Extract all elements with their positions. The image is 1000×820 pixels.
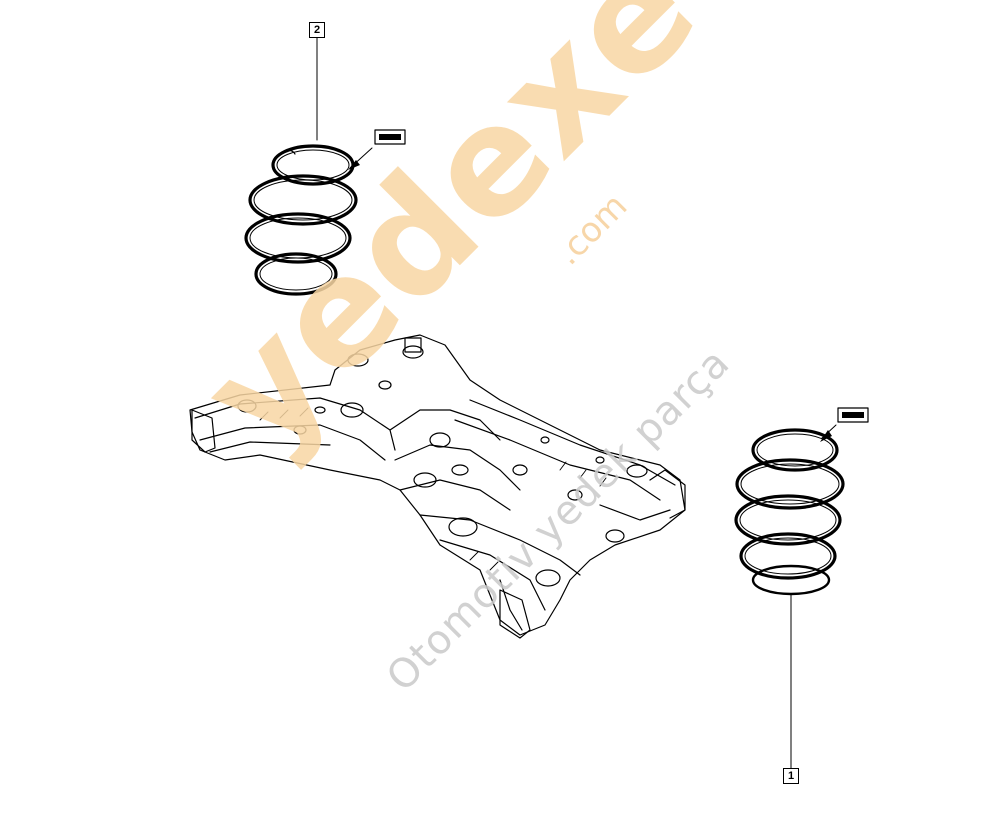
callout-1[interactable]: 1 bbox=[783, 768, 799, 784]
callout-2[interactable]: 2 bbox=[309, 22, 325, 38]
subframe[interactable] bbox=[189, 334, 686, 639]
coil-spring-1[interactable] bbox=[734, 428, 845, 596]
spec-tag-icon bbox=[348, 129, 406, 170]
coil-spring-2[interactable] bbox=[244, 144, 358, 296]
spec-tag-icon bbox=[820, 407, 869, 442]
